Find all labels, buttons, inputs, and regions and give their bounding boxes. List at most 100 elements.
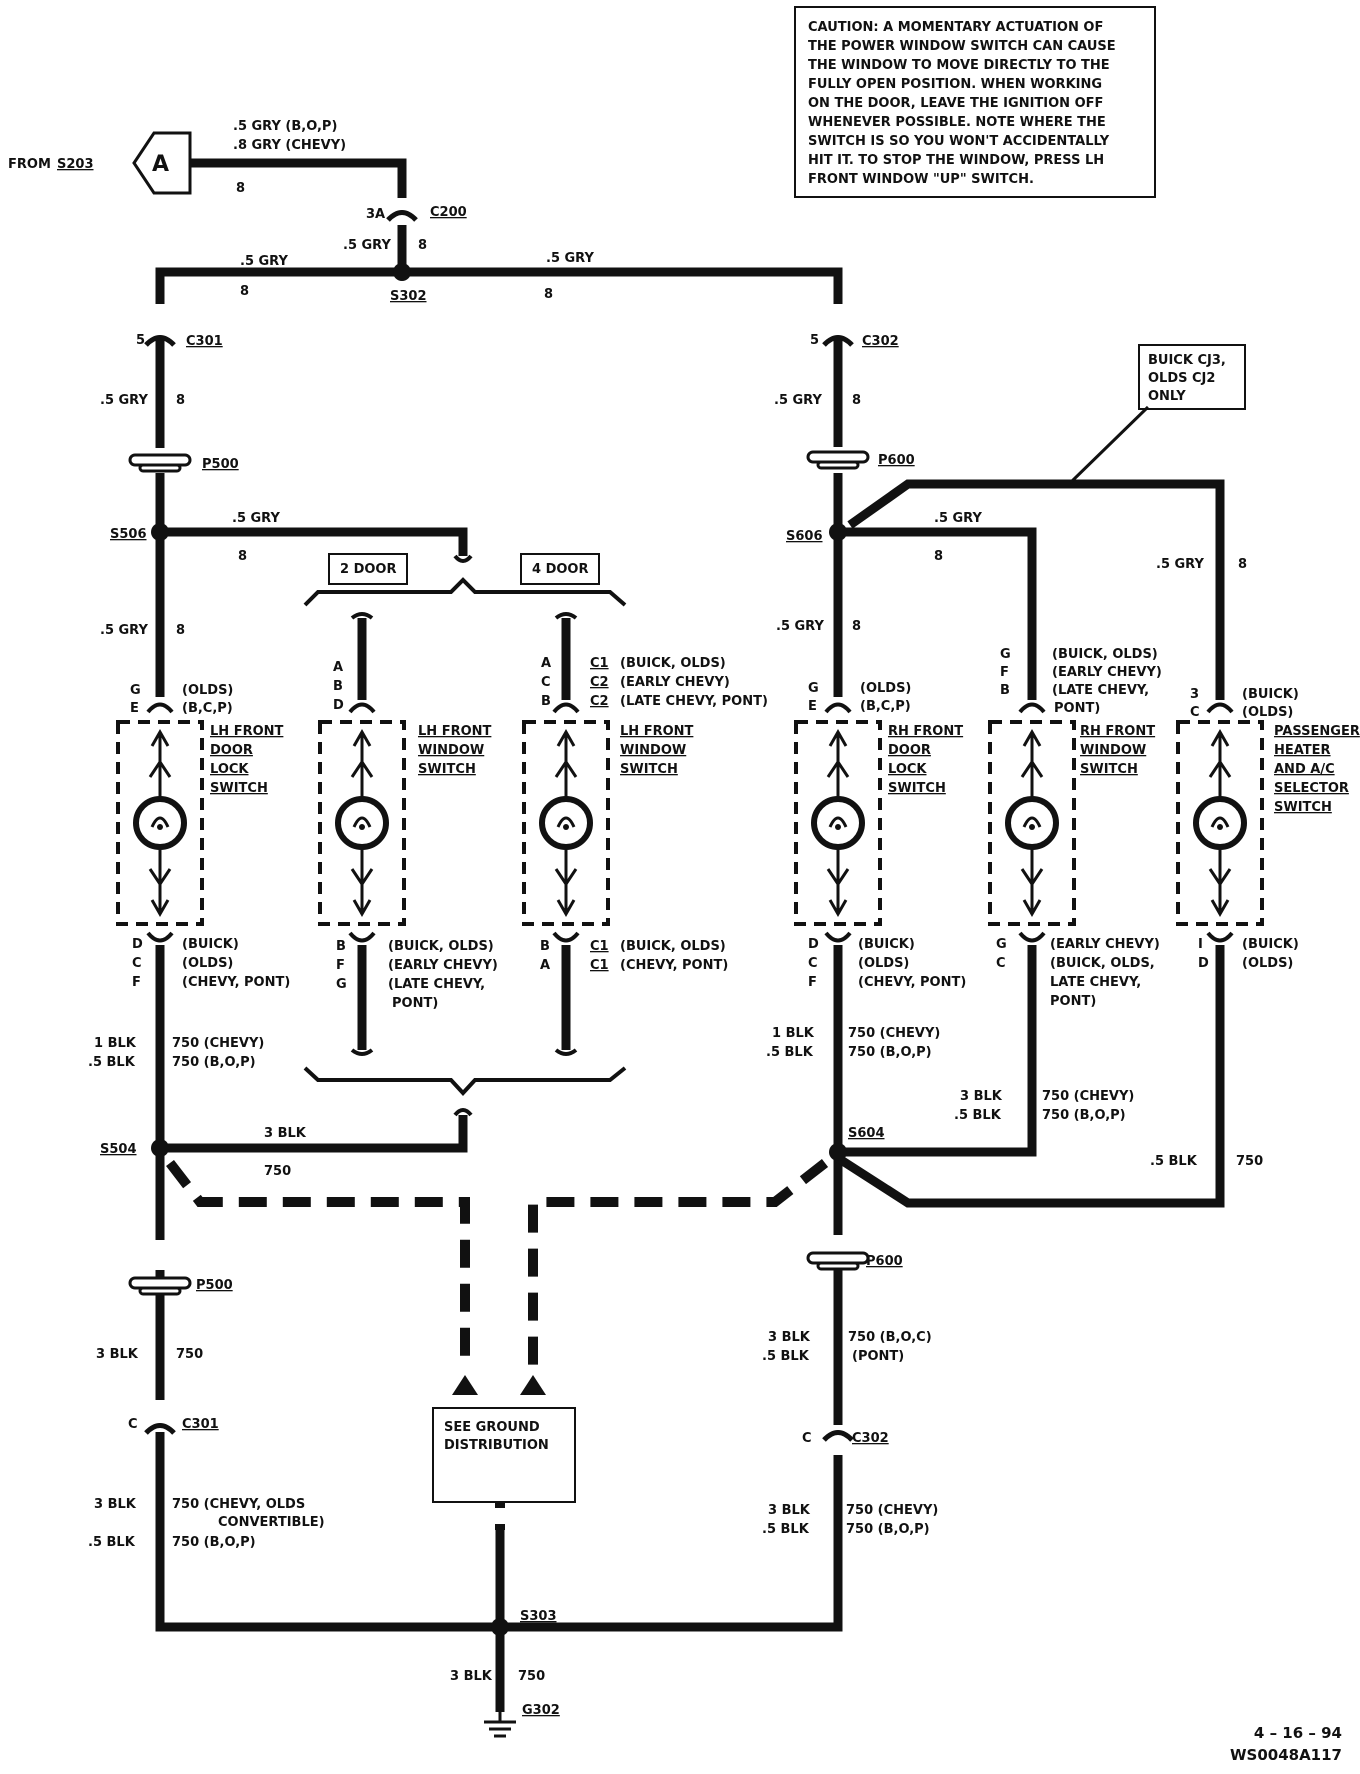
- rh-win-top-veh-2: (EARLY CHEVY): [1052, 665, 1162, 680]
- caution-line: SWITCH IS SO YOU WON'T ACCIDENTALLY: [808, 134, 1110, 149]
- s303-wire: 3 BLK: [450, 1669, 493, 1684]
- rh-lock-bot-veh-2: (OLDS): [858, 956, 909, 971]
- rh-lock-title-3: LOCK: [888, 762, 927, 777]
- lh-4d-bot-pin-2: A: [540, 958, 550, 973]
- lh-lock-wire-1: 1 BLK: [94, 1036, 137, 1051]
- rh-lock-bot-veh-1: (BUICK): [858, 937, 915, 952]
- s302-dot: [393, 263, 411, 281]
- caution-line: WHENEVER POSSIBLE. NOTE WHERE THE: [808, 115, 1106, 130]
- c302-bottom-pin: C: [802, 1431, 812, 1446]
- heater-top-veh-2: (OLDS): [1242, 705, 1293, 720]
- lh-lock-title-1: LH FRONT: [210, 724, 284, 739]
- caution-note: CAUTION: A MOMENTARY ACTUATION OF THE PO…: [794, 6, 1156, 198]
- lh-2d-title-2: WINDOW: [418, 743, 484, 758]
- lh-2d-bot-veh-3: (LATE CHEVY,: [388, 977, 485, 992]
- c302-top-label: C302: [862, 334, 899, 349]
- lh-2d-bot-pin-2: F: [336, 958, 345, 973]
- s606-down-circuit: 8: [852, 619, 861, 634]
- lh-window-switch-4door-icon: [522, 720, 610, 926]
- c301-bottom-wire-2: .5 BLK: [88, 1535, 136, 1550]
- bottom-brace-icon: [303, 1066, 627, 1096]
- c301-top-connector-icon: [144, 335, 176, 347]
- rh-win-wire-1: 3 BLK: [960, 1089, 1003, 1104]
- heater-bot-veh-1: (BUICK): [1242, 937, 1299, 952]
- c200-pin: 3A: [366, 207, 385, 222]
- lh-door-lock-switch-icon: [116, 720, 204, 926]
- dashed-ground-left: [166, 1159, 470, 1370]
- heater-title-3: AND A/C: [1274, 762, 1335, 777]
- s506-down-wire: .5 GRY: [100, 623, 148, 638]
- lh-lock-title-4: SWITCH: [210, 781, 268, 796]
- lh-2d-bot-veh-4: PONT): [392, 996, 438, 1011]
- c301-top-circuit: 8: [176, 393, 185, 408]
- rh-win-top-veh-4: PONT): [1054, 701, 1100, 716]
- lh-2d-bot-veh-2: (EARLY CHEVY): [388, 958, 498, 973]
- lh-lock-bot-veh-1: (BUICK): [182, 937, 239, 952]
- ground-box-line: DISTRIBUTION: [444, 1438, 549, 1453]
- s606-label: S606: [786, 529, 823, 544]
- p600-top-icon: [806, 450, 870, 470]
- s604-label: S604: [848, 1126, 885, 1141]
- lh-lock-bot-veh-2: (OLDS): [182, 956, 233, 971]
- s606-down-wire: .5 GRY: [776, 619, 824, 634]
- caution-line: FULLY OPEN POSITION. WHEN WORKING: [808, 77, 1103, 92]
- s504-dot: [151, 1139, 169, 1157]
- rh-lock-top-pin-1: G: [808, 681, 819, 696]
- note-line: ONLY: [1148, 389, 1186, 404]
- lh-4d-top-pin-1: A: [541, 656, 551, 671]
- s606-far-wire: .5 GRY: [1156, 557, 1204, 572]
- wire-heater-bottom: [835, 945, 1225, 1208]
- lh-4d-title-1: LH FRONT: [620, 724, 694, 739]
- wire-s606-window: [838, 527, 1037, 700]
- wire-s606-heater: [847, 479, 1225, 700]
- rh-lock-top-veh-2: (B,C,P): [860, 699, 911, 714]
- wire-s504-branch: [160, 1115, 468, 1153]
- lh-lock-bot-pin-3: F: [132, 975, 141, 990]
- rh-lock-bot-pin-2: C: [808, 956, 818, 971]
- caution-line: ON THE DOOR, LEAVE THE IGNITION OFF: [808, 96, 1104, 111]
- c301-top-label: C301: [186, 334, 223, 349]
- p600-bottom-circ-2: (PONT): [852, 1349, 904, 1364]
- s606-dot: [829, 523, 847, 541]
- rh-win-title-3: SWITCH: [1080, 762, 1138, 777]
- rh-lock-circ-1: 750 (CHEVY): [848, 1026, 940, 1041]
- c301-bottom-circ-1b: CONVERTIBLE): [218, 1515, 325, 1530]
- rh-win-bot-pin-2: C: [996, 956, 1006, 971]
- s506-down-circuit: 8: [176, 623, 185, 638]
- s506-branch-wire: .5 GRY: [232, 511, 280, 526]
- lh-window-switch-2door-icon: [318, 720, 406, 926]
- c301-top-wire: .5 GRY: [100, 393, 148, 408]
- two-door-label: 2 DOOR: [328, 553, 408, 585]
- rh-lock-wire-1: 1 BLK: [772, 1026, 815, 1041]
- rh-win-circ-2: 750 (B,O,P): [1042, 1108, 1126, 1123]
- c200-circuit: 8: [418, 238, 427, 253]
- caution-line: THE POWER WINDOW SWITCH CAN CAUSE: [808, 39, 1116, 54]
- lh-2d-bot-pin-1: B: [336, 939, 346, 954]
- c301-bottom-circ-1: 750 (CHEVY, OLDS: [172, 1497, 305, 1512]
- s302-right-circuit: 8: [544, 287, 553, 302]
- lh-lock-circ-2: 750 (B,O,P): [172, 1055, 256, 1070]
- rh-win-bot-veh-1: (EARLY CHEVY): [1050, 937, 1160, 952]
- caution-line: CAUTION: A MOMENTARY ACTUATION OF: [808, 20, 1104, 35]
- c301-bottom-label: C301: [182, 1417, 219, 1432]
- rh-window-switch-icon: [988, 720, 1076, 926]
- p500-bottom-icon: [128, 1276, 192, 1296]
- c200-connector-icon: [386, 210, 418, 222]
- c301-bottom-circ-2: 750 (B,O,P): [172, 1535, 256, 1550]
- rh-door-lock-switch-icon: [794, 720, 882, 926]
- rh-lock-top-veh-1: (OLDS): [860, 681, 911, 696]
- lh-2d-title-1: LH FRONT: [418, 724, 492, 739]
- rh-win-top-veh-3: (LATE CHEVY,: [1052, 683, 1149, 698]
- heater-circuit: 750: [1236, 1154, 1263, 1169]
- wire-s506-branch: [160, 527, 468, 556]
- note-line: BUICK CJ3,: [1148, 353, 1226, 368]
- lh-lock-top-veh-1: (OLDS): [182, 683, 233, 698]
- s302-left-wire: .5 GRY: [240, 254, 288, 269]
- four-door-label: 4 DOOR: [520, 553, 600, 585]
- s303-label: S303: [520, 1609, 557, 1624]
- four-door-text: 4 DOOR: [532, 562, 589, 577]
- rh-lock-bot-veh-3: (CHEVY, PONT): [858, 975, 966, 990]
- heater-top-pin-2: C: [1190, 705, 1200, 720]
- p500-top-label: P500: [202, 457, 239, 472]
- s506-label: S506: [110, 527, 147, 542]
